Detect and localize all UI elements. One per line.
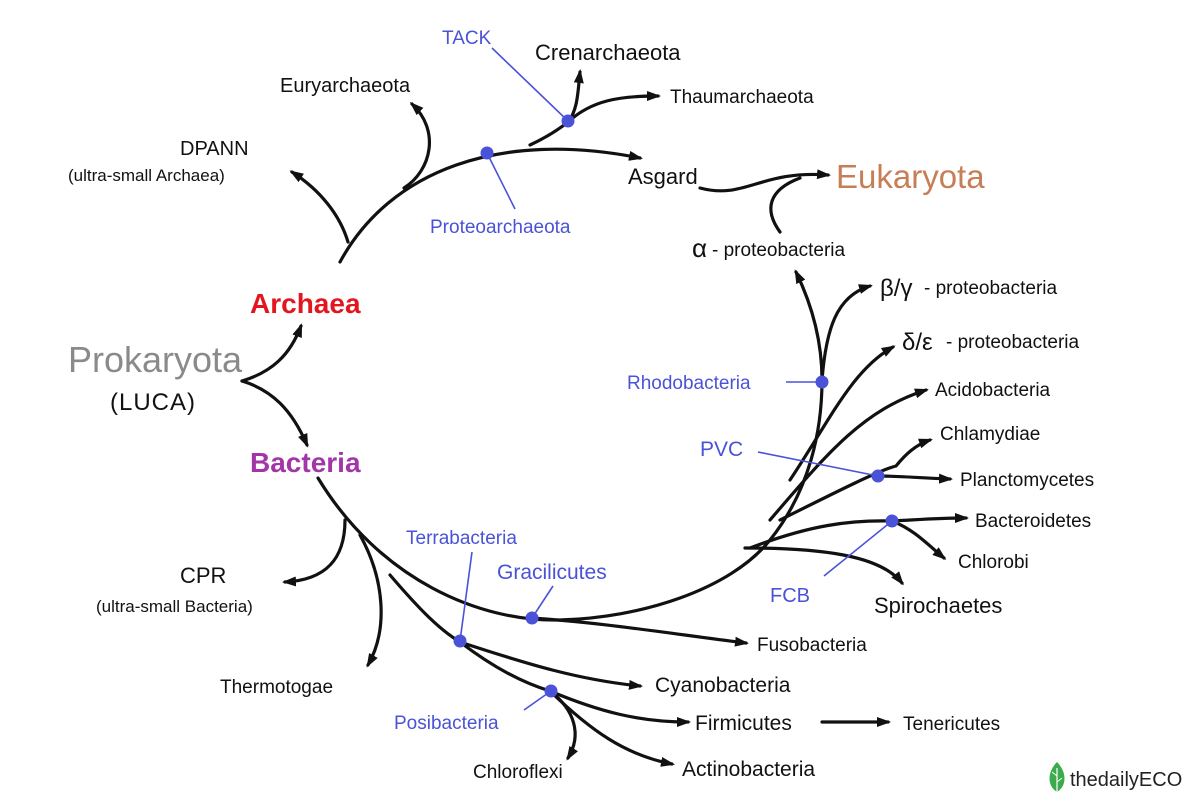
- thermotogae-label: Thermotogae: [220, 677, 333, 698]
- deltaepsilon-branch: [788, 345, 896, 482]
- crenarchaeota-label: Crenarchaeota: [535, 40, 681, 65]
- gracilicutes-node: [525, 611, 539, 625]
- fcb-pointer: [823, 520, 893, 577]
- betagamma-branch: [820, 284, 873, 382]
- cpr-branch: [282, 518, 347, 587]
- logo-text: thedailyECO: [1070, 769, 1182, 791]
- cyanobacteria-branch: [458, 640, 643, 690]
- rhodobacteria-label: Rhodobacteria: [627, 373, 751, 394]
- actinobacteria-branch: [548, 689, 675, 767]
- tack-label: TACK: [442, 28, 492, 49]
- proteoarchaeota-label: Proteoarchaeota: [430, 217, 571, 238]
- pvc-node: [871, 469, 885, 483]
- tack-pointer: [491, 47, 569, 122]
- root-to-bacteria-branch: [240, 379, 309, 448]
- posibacteria-label: Posibacteria: [394, 713, 499, 734]
- alpha-to-eukaryota-branch: [769, 176, 802, 234]
- bacteroidetes-branch: [748, 513, 969, 550]
- fcb-node: [885, 514, 899, 528]
- thaumarchaeota-branch: [566, 91, 661, 124]
- gracilicutes-label: Gracilicutes: [497, 561, 607, 584]
- cpr-label: CPR: [180, 563, 226, 588]
- eukaryota-label: Eukaryota: [836, 158, 985, 195]
- dpann-note-label: (ultra-small Archaea): [68, 166, 225, 185]
- posibacteria-node: [544, 684, 558, 698]
- asgard-label: Asgard: [628, 164, 698, 189]
- planctomycetes-branch: [876, 473, 953, 484]
- spirochaetes-branch: [743, 546, 904, 586]
- pvc-pointer: [757, 451, 879, 477]
- archaea-backbone: [338, 147, 643, 264]
- spirochaetes-label: Spirochaetes: [874, 593, 1002, 618]
- proteoarchaeota-node: [480, 146, 494, 160]
- chloroflexi-branch: [548, 689, 578, 761]
- asgard-to-eukaryota-branch: [698, 169, 831, 193]
- bacteria-label: Bacteria: [250, 447, 361, 478]
- firmicutes-branch: [548, 689, 691, 727]
- firmicutes-label: Firmicutes: [695, 712, 792, 735]
- tack-stem: [528, 120, 570, 147]
- acidobacteria-branch: [768, 388, 929, 522]
- proteoarchaeota-pointer: [486, 152, 516, 210]
- cpr-note-label: (ultra-small Bacteria): [96, 597, 253, 616]
- thedailyeco-logo: thedailyECO: [1049, 762, 1182, 792]
- terrabacteria-pointer: [459, 551, 473, 642]
- leaf-icon: [1049, 762, 1065, 792]
- archaea-label: Archaea: [250, 288, 361, 319]
- deltaepsilon-proteobacteria-label: - proteobacteria: [946, 332, 1080, 353]
- actinobacteria-label: Actinobacteria: [682, 758, 815, 781]
- bacteroidetes-label: Bacteroidetes: [975, 511, 1091, 532]
- terrabacteria-label: Terrabacteria: [406, 528, 517, 549]
- betagamma-symbol: β/γ: [880, 275, 912, 302]
- chlorobi-branch: [890, 519, 947, 560]
- chlamydiae-label: Chlamydiae: [940, 424, 1040, 445]
- tack-node: [561, 114, 575, 128]
- chlorobi-label: Chlorobi: [958, 552, 1029, 573]
- chlamydiae-branch: [778, 438, 933, 522]
- dpann-branch: [289, 170, 350, 244]
- root-to-archaea-branch: [240, 323, 303, 383]
- euryarchaeota-branch: [402, 101, 431, 190]
- thermotogae-branch: [358, 533, 383, 668]
- pvc-label: PVC: [700, 438, 743, 461]
- cyanobacteria-label: Cyanobacteria: [655, 674, 791, 697]
- dpann-label: DPANN: [180, 138, 249, 160]
- alpha-proteobacteria-label: - proteobacteria: [712, 240, 846, 261]
- fcb-label: FCB: [770, 585, 810, 607]
- terrabacteria-stem: [388, 573, 462, 644]
- fusobacteria-label: Fusobacteria: [757, 635, 867, 656]
- deltaepsilon-symbol: δ/ε: [902, 329, 933, 356]
- fusobacteria-branch: [528, 616, 749, 647]
- rhodobacteria-node: [815, 375, 829, 389]
- prokaryota-label: Prokaryota: [68, 339, 243, 380]
- euryarchaeota-label: Euryarchaeota: [280, 75, 411, 97]
- posibacteria-stem: [458, 640, 552, 693]
- tenericutes-label: Tenericutes: [903, 714, 1000, 735]
- planctomycetes-label: Planctomycetes: [960, 470, 1094, 491]
- terrabacteria-node: [453, 634, 467, 648]
- thaumarchaeota-label: Thaumarchaeota: [670, 87, 814, 108]
- betagamma-proteobacteria-label: - proteobacteria: [924, 278, 1058, 299]
- chloroflexi-label: Chloroflexi: [473, 762, 563, 783]
- luca-label: (LUCA): [110, 389, 196, 416]
- alpha-symbol: α: [692, 233, 707, 263]
- acidobacteria-label: Acidobacteria: [935, 380, 1051, 401]
- root-node: Prokaryota (LUCA): [68, 323, 309, 448]
